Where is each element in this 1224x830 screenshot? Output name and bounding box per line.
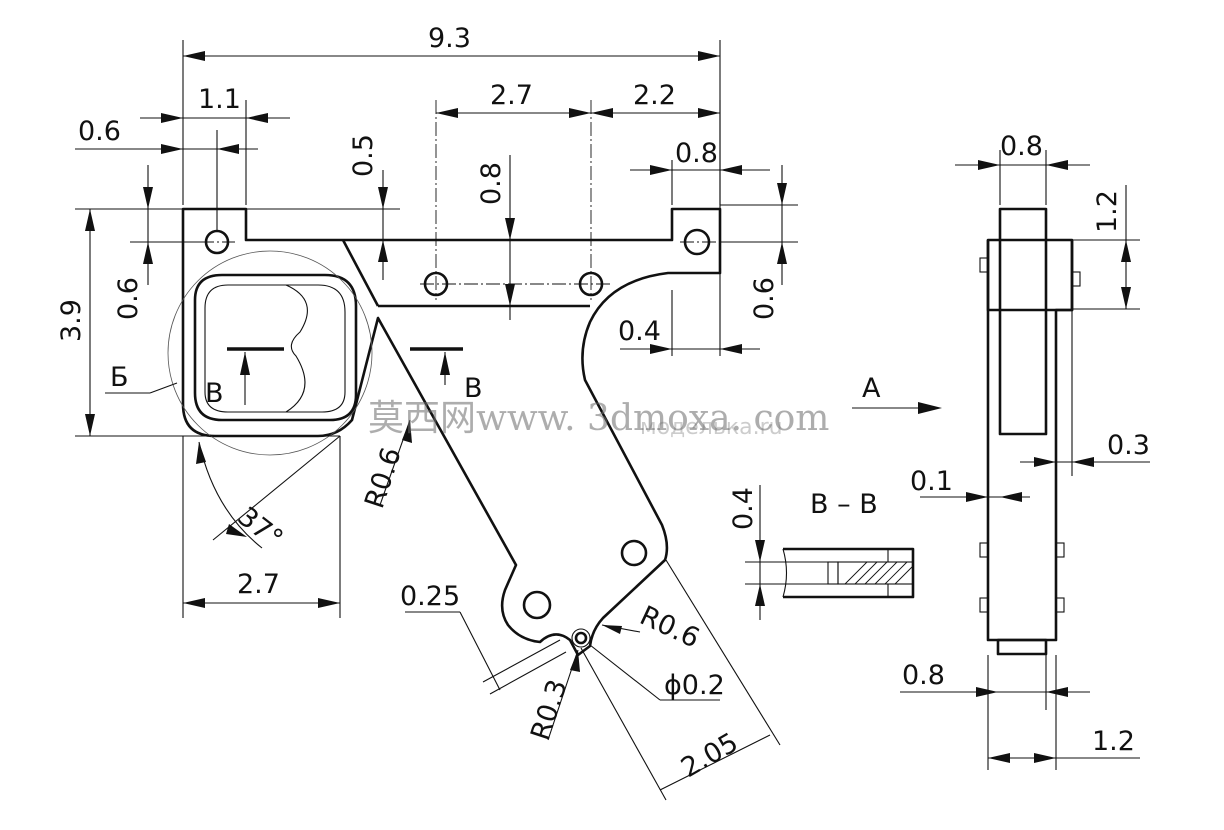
dim-notch-width: 0.25: [400, 581, 460, 612]
dim-side-tab-height: 1.2: [1092, 190, 1123, 233]
dim-side-width-top: 0.8: [1000, 131, 1043, 162]
dim-right-offset: 2.2: [633, 80, 676, 111]
dim-tip-radius: R0.6: [635, 600, 704, 654]
dim-pin-diameter: ϕ0.2: [664, 670, 725, 701]
dim-section-height: 0.4: [728, 487, 759, 530]
dim-overall-height: 3.9: [56, 299, 87, 342]
watermark-faint: моделька.ru: [640, 415, 783, 440]
detail-label-b: Б: [110, 362, 129, 393]
dim-left-hole-vertical: 0.6: [113, 277, 144, 320]
side-view: [900, 150, 1150, 770]
dim-side-width-bottom: 0.8: [902, 660, 945, 691]
section-marks: [227, 347, 463, 405]
view-a-arrow: [852, 402, 942, 414]
dim-rail-gap: 0.5: [348, 134, 379, 177]
dim-side-step: 0.3: [1107, 430, 1150, 461]
view-labels: Б B B A B – B: [110, 362, 881, 520]
dim-bottom-width: 2.7: [237, 569, 280, 600]
section-hatching: [844, 561, 914, 585]
dim-right-tab-width: 0.8: [675, 138, 718, 169]
dim-hole-spacing: 2.7: [490, 80, 533, 111]
section-mark-left: B: [205, 378, 224, 409]
dim-right-inset: 0.4: [618, 316, 661, 347]
dimension-text: 9.3 2.7 2.2 1.1 0.6 0.8 0.5 0.8 3.9 0.6 …: [56, 23, 1150, 784]
dim-left-tab-width: 1.1: [198, 84, 241, 115]
dim-tip-length: 2.05: [676, 727, 744, 784]
dim-fillet-radius: R0.6: [359, 444, 408, 512]
dimension-lines: [75, 40, 798, 801]
dim-right-hole-vertical: 0.6: [749, 277, 780, 320]
detail-circle: [167, 250, 373, 456]
section-mark-right: B: [464, 373, 483, 404]
dim-tip-small-radius: R0.3: [525, 676, 574, 744]
view-a-label: A: [862, 373, 881, 404]
dim-rail-height: 0.8: [476, 162, 507, 205]
main-part-outline: [181, 207, 722, 657]
centre-lines: [200, 100, 730, 300]
dim-side-gap: 0.1: [910, 466, 953, 497]
dim-side-thickness: 1.2: [1092, 726, 1135, 757]
dim-overall-width: 9.3: [428, 23, 471, 54]
watermark: 莫西网www. 3dmoxa. com: [368, 398, 829, 439]
section-title: B – B: [810, 489, 878, 520]
dim-angle: 37°: [232, 501, 289, 555]
dim-left-hole-offset: 0.6: [78, 116, 121, 147]
section-b-b: [745, 485, 915, 620]
